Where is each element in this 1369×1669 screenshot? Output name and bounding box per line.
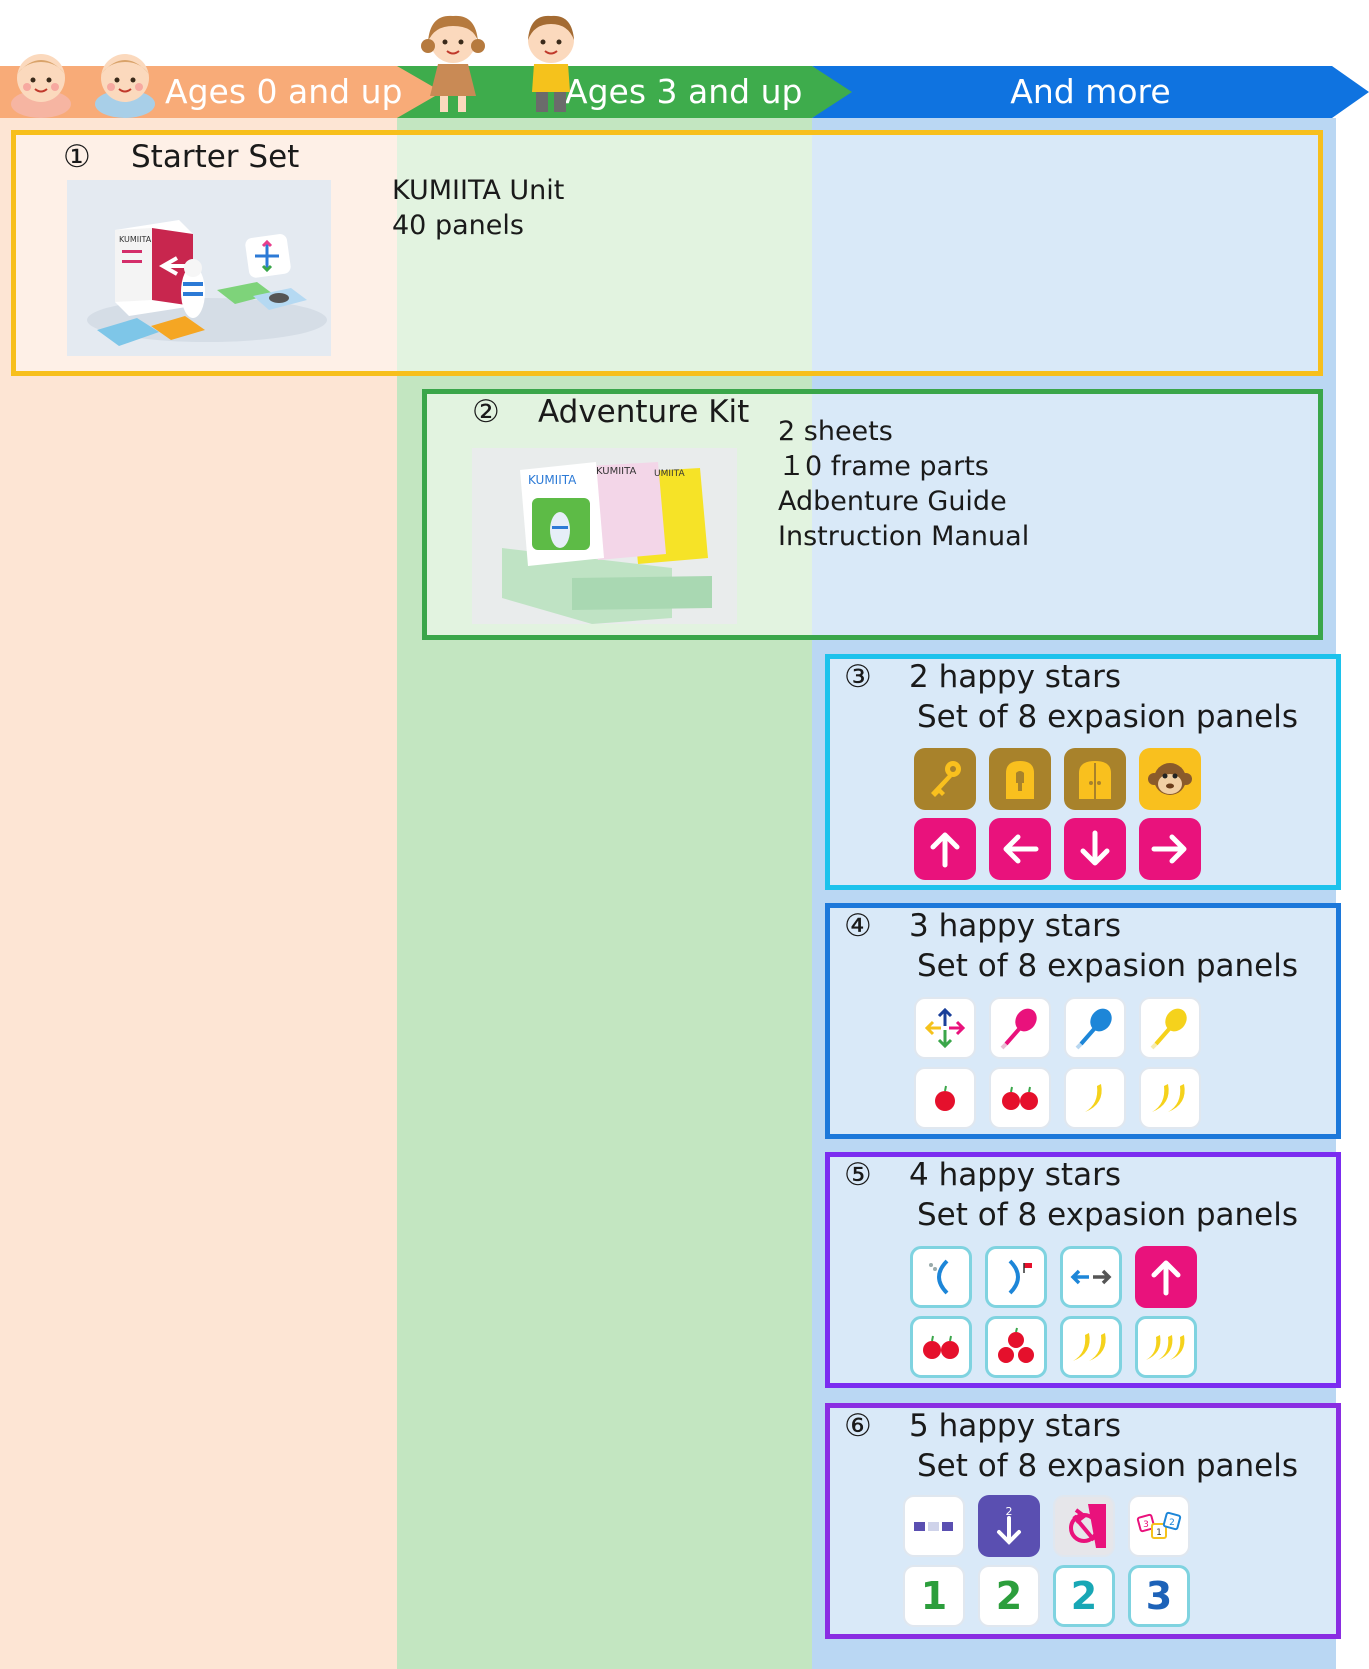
number-one-tile: 1 (903, 1565, 965, 1627)
pack-stars: 2 happy stars (909, 659, 1121, 695)
starter-bg-more (812, 135, 1318, 371)
pack-stars: 4 happy stars (909, 1157, 1121, 1193)
starter-number: ① (63, 139, 91, 175)
arrow-left-icon (989, 818, 1051, 880)
header-arrow-and-more (812, 66, 1369, 118)
pack-number: ③ (844, 659, 872, 695)
monkey-icon (1139, 748, 1201, 810)
starter-item-unit: KUMIITA Unit (392, 175, 565, 206)
starter-items: KUMIITA Unit 40 panels (392, 173, 564, 243)
arrow-up-icon (1135, 1246, 1197, 1308)
key-icon (914, 748, 976, 810)
svg-text:KUMIITA: KUMIITA (596, 466, 636, 477)
door-open-icon (1064, 748, 1126, 810)
banana-three-icon (1135, 1316, 1197, 1378)
pack-subtitle: Set of 8 expasion panels (917, 1197, 1299, 1233)
adventure-item-frame-parts: １0 frame parts (778, 451, 989, 482)
pack-number: ⑤ (844, 1157, 872, 1193)
adventure-title: Adventure Kit (538, 394, 750, 430)
number-three-tile: 3 (1128, 1565, 1190, 1627)
svg-text:1: 1 (1156, 1528, 1162, 1538)
pack-2-stars-box: ③ 2 happy stars Set of 8 expasion panels (825, 654, 1341, 890)
pack-panels (910, 1246, 1197, 1378)
baby-icon (11, 54, 71, 118)
adventure-number: ② (472, 394, 500, 430)
banana-one-icon (1064, 1067, 1126, 1129)
starter-item-panels: 40 panels (392, 210, 524, 241)
starter-bg-ages-3 (397, 135, 812, 371)
arrow-down-icon (1064, 818, 1126, 880)
header-label-and-more: And more (1010, 72, 1171, 111)
apple-one-icon (914, 1067, 976, 1129)
arrow-up-icon (914, 818, 976, 880)
adventure-kit-box: ② Adventure Kit KUMIITA KUMIITA UMIITA 2… (422, 389, 1323, 640)
adventure-item-manual: Instruction Manual (778, 521, 1030, 552)
adventure-bg-more (812, 394, 1318, 635)
column-ages-0 (0, 118, 397, 1669)
blank-slot-icon (903, 1495, 965, 1557)
left-right-icon (1060, 1246, 1122, 1308)
adventure-item-guide: Adbenture Guide (778, 486, 1007, 517)
svg-text:KUMIITA: KUMIITA (119, 235, 152, 244)
svg-text:3: 3 (1143, 1520, 1149, 1530)
banana-two-icon (1060, 1316, 1122, 1378)
apple-three-icon (985, 1316, 1047, 1378)
pack-stars: 3 happy stars (909, 908, 1121, 944)
svg-text:KUMIITA: KUMIITA (528, 473, 577, 487)
svg-text:2: 2 (1006, 1505, 1013, 1518)
banana-two-icon (1139, 1067, 1201, 1129)
paint-yellow-icon (1139, 997, 1201, 1059)
random-direction-icon (914, 997, 976, 1059)
starter-set-box: ① Starter Set KUMIITA KUMIITA Unit 40 pa… (11, 130, 1323, 376)
header-label-ages-0: Ages 0 and up (165, 72, 403, 111)
svg-text:UMIITA: UMIITA (654, 469, 685, 479)
paint-pink-icon (989, 997, 1051, 1059)
loop-end-icon (985, 1246, 1047, 1308)
adventure-items: 2 sheets １0 frame parts Adbenture Guide … (778, 414, 1029, 554)
apple-two-icon (989, 1067, 1051, 1129)
pack-subtitle: Set of 8 expasion panels (917, 1448, 1299, 1484)
number-two-outline-tile: 2 (1053, 1565, 1115, 1627)
header-arrow-ages-0 (0, 66, 460, 118)
adventure-kit-photo: KUMIITA KUMIITA UMIITA (472, 448, 737, 624)
pack-5-stars-box: ⑥ 5 happy stars Set of 8 expasion panels… (825, 1403, 1341, 1639)
starter-title: Starter Set (131, 139, 300, 175)
pack-4-stars-box: ⑤ 4 happy stars Set of 8 expasion panels (825, 1152, 1341, 1388)
loop-start-icon (910, 1246, 972, 1308)
svg-text:2: 2 (1169, 1518, 1175, 1528)
door-closed-icon (989, 748, 1051, 810)
pack-panels (914, 997, 1201, 1129)
drop-two-icon: 2 (978, 1495, 1040, 1557)
pack-stars: 5 happy stars (909, 1408, 1121, 1444)
pack-panels (914, 748, 1201, 880)
pack-3-stars-box: ④ 3 happy stars Set of 8 expasion panels (825, 903, 1341, 1139)
pack-number: ⑥ (844, 1408, 872, 1444)
number-two-tile: 2 (978, 1565, 1040, 1627)
adventure-item-sheets: 2 sheets (778, 416, 893, 447)
girl-icon (421, 15, 485, 112)
header-label-ages-3: Ages 3 and up (565, 72, 803, 111)
kumiita-starter-set-photo: KUMIITA (67, 180, 331, 356)
column-ages-3 (397, 118, 812, 1669)
baby-icon (95, 54, 155, 118)
pack-subtitle: Set of 8 expasion panels (917, 699, 1299, 735)
pack-subtitle: Set of 8 expasion panels (917, 948, 1299, 984)
rotate-icon (1053, 1495, 1115, 1557)
arrow-right-icon (1139, 818, 1201, 880)
apple-two-icon (910, 1316, 972, 1378)
paint-blue-icon (1064, 997, 1126, 1059)
pack-number: ④ (844, 908, 872, 944)
boy-icon (528, 15, 574, 112)
